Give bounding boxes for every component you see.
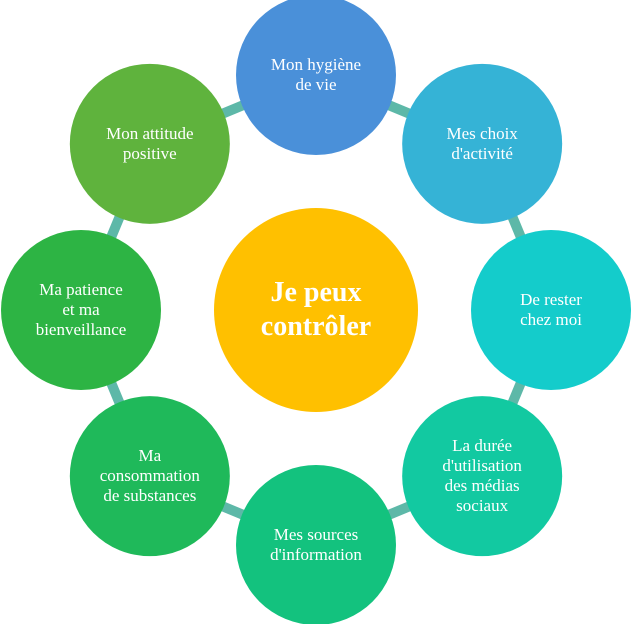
- node-circle-information-sources: [236, 465, 396, 624]
- node-circle-hygiene: [236, 0, 396, 155]
- node-circle-stay-home: [471, 230, 631, 390]
- node-circle-activity-choices: [402, 63, 563, 224]
- center-circle: [214, 208, 418, 412]
- node-circle-positive-attitude: [69, 63, 230, 224]
- node-circle-social-media-time: [402, 396, 563, 557]
- center-label: Je peux contrôler: [260, 277, 372, 342]
- node-circle-patience-kindness: [1, 230, 161, 390]
- node-circle-substance-consumption: [69, 396, 230, 557]
